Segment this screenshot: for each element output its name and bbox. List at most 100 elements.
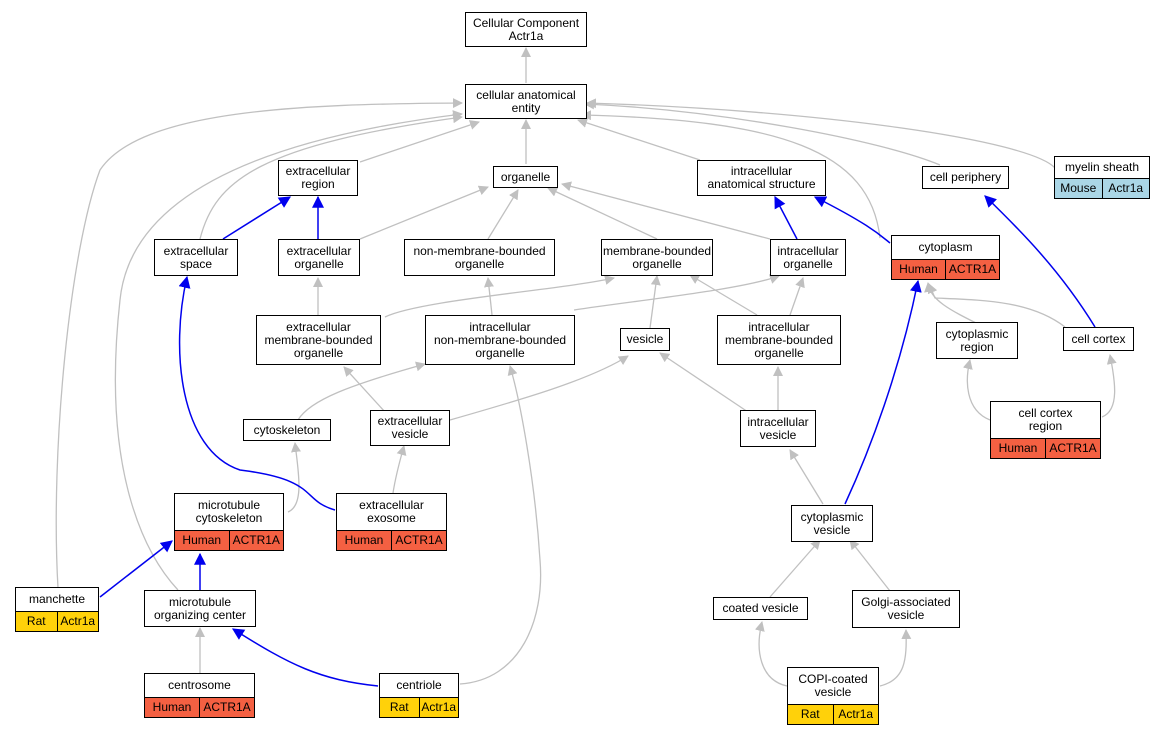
node-cell-periphery[interactable]: cell periphery — [922, 166, 1009, 189]
node-label: intracellular — [777, 243, 839, 258]
species-annotation: Human ACTR1A — [145, 697, 254, 717]
edge — [689, 274, 758, 316]
species-name: Human — [182, 533, 222, 547]
node-coated-vesicle[interactable]: coated vesicle — [713, 597, 808, 620]
edge — [343, 366, 386, 413]
edge — [547, 187, 658, 240]
edge — [849, 539, 891, 592]
node-label: organelle — [475, 345, 525, 360]
node-organelle[interactable]: organelle — [493, 166, 558, 188]
node-label: vesicle — [814, 685, 852, 699]
gene-symbol: Actr1a — [418, 698, 459, 717]
node-label: intracellular — [469, 319, 531, 334]
edge — [927, 283, 1066, 328]
edge — [789, 449, 824, 505]
node-label: vesicle — [759, 427, 797, 442]
edge — [392, 445, 407, 494]
node-vesicle[interactable]: vesicle — [620, 328, 670, 351]
edge-highlight — [222, 196, 292, 240]
edge-highlight — [774, 195, 798, 240]
node-label: extracellular — [163, 243, 229, 258]
species-name: Human — [152, 700, 192, 714]
edge — [754, 621, 788, 687]
node-label: organelle — [783, 256, 833, 271]
node-label: membrane-bounded — [724, 332, 834, 347]
node-label: organelle — [500, 169, 551, 184]
edge — [649, 275, 661, 329]
node-label: centriole — [396, 678, 442, 692]
node-label: extracellular — [377, 414, 443, 428]
node-label: intracellular — [747, 414, 809, 429]
node-label: organelle — [754, 345, 804, 360]
species-name: Mouse — [1060, 181, 1097, 195]
edge — [924, 282, 981, 326]
edge-highlight — [984, 195, 1096, 328]
node-label: organelle — [294, 256, 344, 271]
species-name: Human — [998, 441, 1038, 455]
gene-symbol: ACTR1A — [199, 698, 254, 717]
node-cytoskeleton[interactable]: cytoskeleton — [243, 419, 331, 441]
gene-symbol: Actr1a — [1101, 179, 1150, 198]
node-label: extracellular — [286, 243, 352, 258]
edge — [449, 355, 629, 421]
node-label: cytoskeleton — [195, 511, 263, 525]
node-label: entity — [511, 100, 541, 115]
node-label: extracellular — [286, 319, 351, 334]
node-label: cytoplasmic — [945, 326, 1009, 341]
node-label: non-membrane-bounded — [413, 243, 546, 258]
node-label: membrane-bounded — [264, 332, 373, 347]
edge-highlight — [813, 196, 891, 244]
edge — [287, 442, 301, 513]
node-label: organelle — [293, 345, 344, 360]
edge — [573, 274, 780, 311]
node-label: cytoskeleton — [253, 422, 321, 437]
node-cell-cortex[interactable]: cell cortex — [1063, 327, 1134, 351]
species-annotation: Mouse Actr1a — [1055, 178, 1149, 198]
edge — [55, 98, 463, 589]
node-label: membrane-bounded — [602, 243, 712, 258]
species-name: Human — [344, 533, 384, 547]
node-label: manchette — [28, 592, 86, 606]
node-label: exosome — [367, 511, 416, 525]
edge — [359, 185, 489, 240]
edge — [114, 110, 463, 591]
edge — [199, 113, 463, 240]
node-label: cell cortex — [1071, 331, 1126, 346]
edge-highlight — [99, 540, 173, 598]
edge — [581, 110, 881, 239]
node-label: microtubule — [197, 498, 261, 512]
edge — [487, 189, 519, 240]
